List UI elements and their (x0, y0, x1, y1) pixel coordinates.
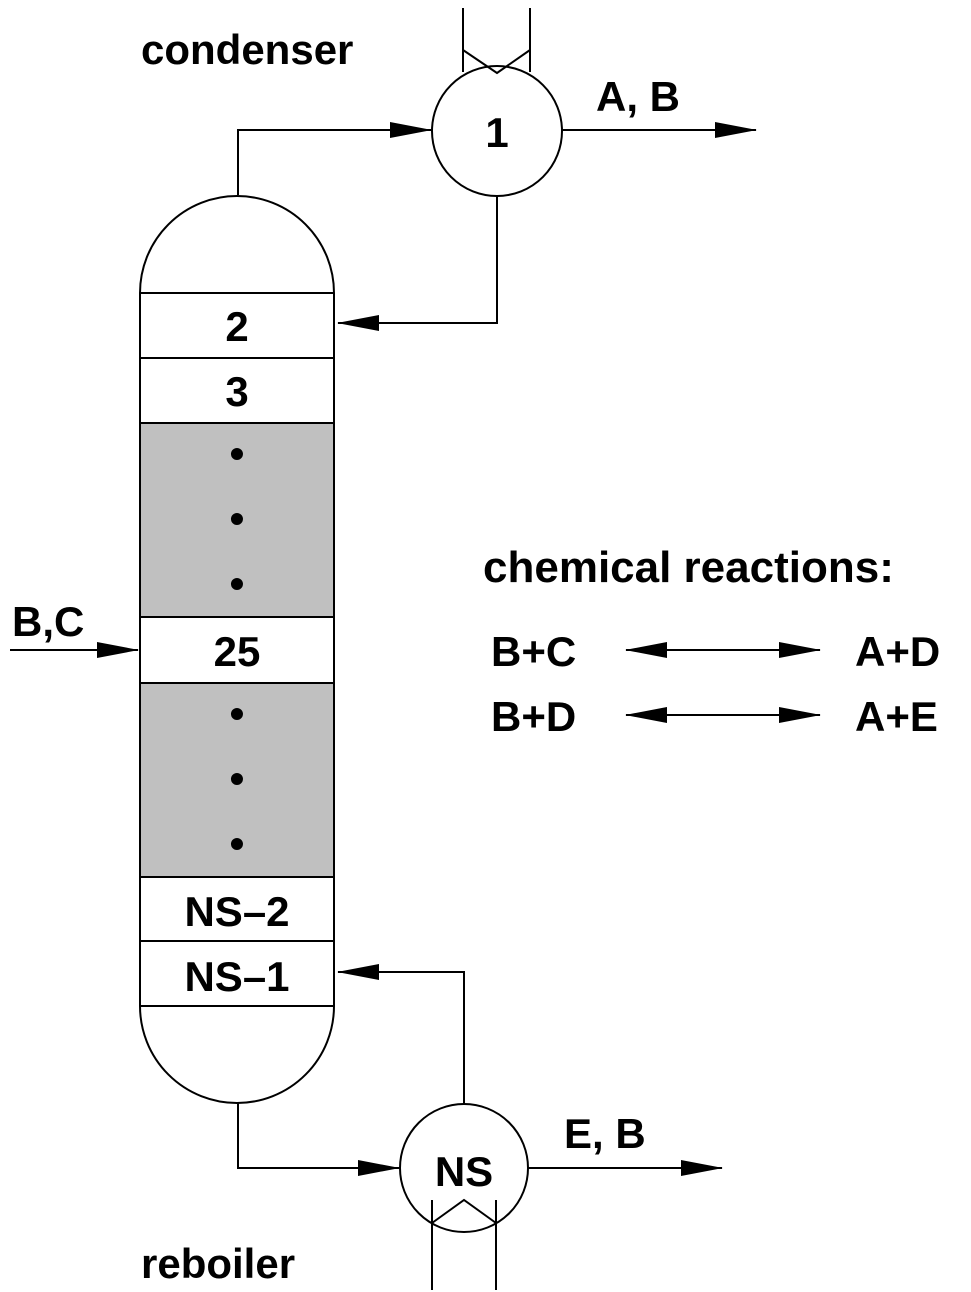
reboiler-heating-pipe (431, 1198, 497, 1290)
ellipsis-dot: • (230, 820, 245, 867)
ellipsis-dot: • (230, 560, 245, 607)
reboiler-label: reboiler (141, 1240, 295, 1287)
boilup-line (337, 964, 465, 1105)
reaction-1-left: B+C (491, 628, 576, 675)
reactions-title: chemical reactions: (483, 543, 894, 592)
reaction-1-right: A+D (855, 628, 940, 675)
top-product-label: A, B (596, 73, 680, 120)
bottoms-liquid-line (237, 1103, 400, 1176)
reflux-line (337, 196, 498, 331)
condenser-cooling-pipe (462, 8, 531, 75)
feed-label: B,C (12, 598, 84, 645)
stage-label-ns-1: NS–1 (184, 953, 289, 1000)
ellipsis-dot: • (230, 755, 245, 802)
ellipsis-dot: • (230, 430, 245, 477)
reaction-2-right: A+E (855, 693, 938, 740)
condenser-stage-label: 1 (485, 109, 508, 156)
stage-label-3: 3 (225, 368, 248, 415)
reaction-2-left: B+D (491, 693, 576, 740)
vapor-line (237, 122, 432, 195)
stage-label-ns-2: NS–2 (184, 888, 289, 935)
column-body (139, 195, 335, 1104)
ellipsis-dot: • (230, 690, 245, 737)
ellipsis-dot: • (230, 495, 245, 542)
condenser-label: condenser (141, 26, 353, 73)
stage-label-25: 25 (214, 628, 261, 675)
bottom-product-label: E, B (564, 1110, 646, 1157)
stage-label-2: 2 (225, 303, 248, 350)
reboiler-stage-label: NS (435, 1148, 493, 1195)
